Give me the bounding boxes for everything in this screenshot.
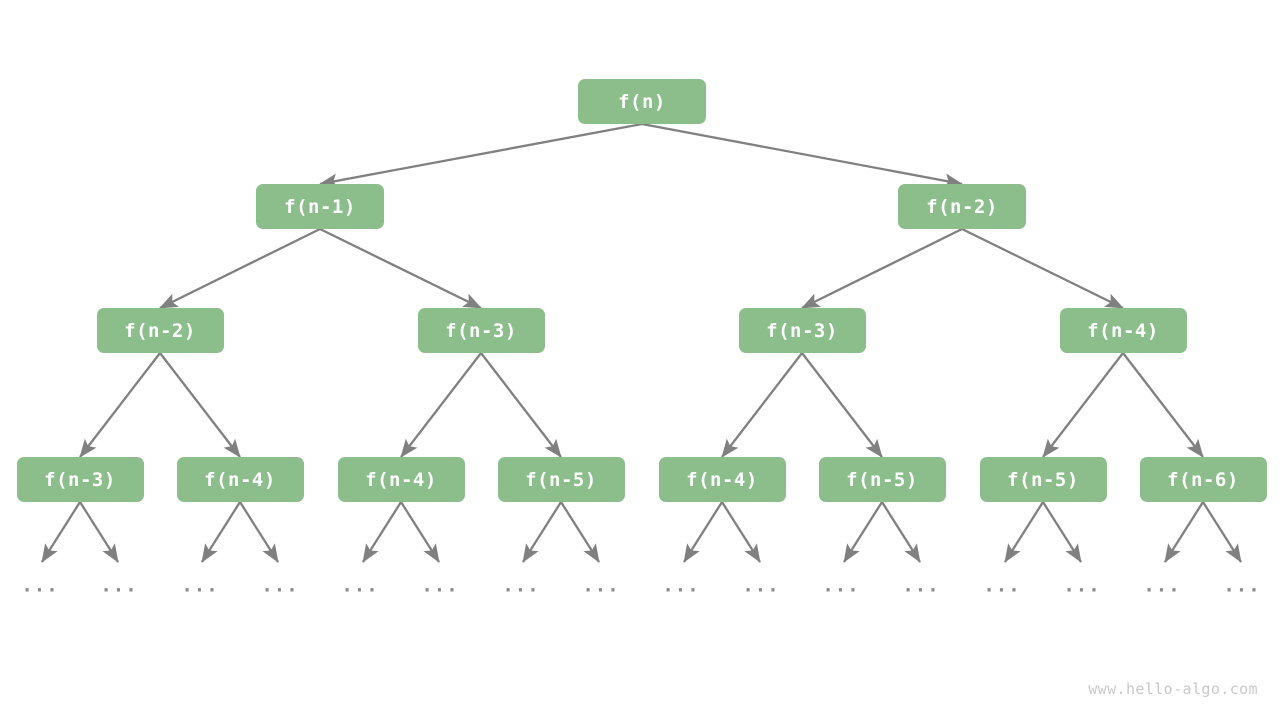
tree-node: f(n-5) (818, 457, 946, 502)
tree-node: f(n-2) (898, 184, 1026, 229)
tree-edge-arrow (1042, 352, 1124, 458)
tree-node: f(n-3) (417, 308, 545, 353)
tree-node: f(n) (578, 79, 706, 124)
ellipsis-label: ... (582, 574, 620, 597)
tree-node: f(n-3) (738, 308, 866, 353)
watermark-label: www.hello-algo.com (1088, 680, 1258, 698)
tree-edge-arrow (801, 227, 963, 310)
ellipsis-label: ... (1063, 574, 1101, 597)
tree-edge-arrow (362, 501, 402, 563)
tree-edge-arrow (319, 227, 482, 310)
tree-edge-arrow (480, 352, 562, 458)
tree-edge-arrow (319, 122, 643, 189)
ellipsis-label: ... (742, 574, 780, 597)
tree-edge-arrow (641, 122, 963, 189)
tree-edge-arrow (400, 501, 440, 563)
ellipsis-label: ... (1223, 574, 1261, 597)
tree-edge-arrow (801, 352, 883, 458)
tree-edge-arrow (1202, 501, 1242, 563)
tree-edge-arrow (843, 501, 883, 563)
tree-node: f(n-3) (16, 457, 144, 502)
tree-node: f(n-1) (256, 184, 384, 229)
tree-edge-arrow (683, 501, 723, 563)
ellipsis-label: ... (181, 574, 219, 597)
tree-edge-arrow (961, 227, 1124, 310)
tree-node: f(n-6) (1139, 457, 1267, 502)
tree-edge-arrow (721, 352, 803, 458)
tree-node: f(n-5) (497, 457, 625, 502)
tree-edge-arrow (522, 501, 562, 563)
tree-edge-arrow (239, 501, 279, 563)
tree-edge-arrow (79, 352, 161, 458)
ellipsis-label: ... (983, 574, 1021, 597)
tree-node: f(n-4) (176, 457, 304, 502)
tree-node: f(n-4) (337, 457, 465, 502)
tree-node: f(n-4) (1059, 308, 1187, 353)
ellipsis-label: ... (21, 574, 59, 597)
tree-edge-arrow (201, 501, 241, 563)
tree-node: f(n-2) (96, 308, 224, 353)
tree-edge-arrow (1122, 352, 1204, 458)
tree-edges (41, 122, 1242, 563)
ellipsis-label: ... (341, 574, 379, 597)
tree-edge-arrow (159, 352, 241, 458)
ellipsis-label: ... (261, 574, 299, 597)
tree-edge-arrow (1042, 501, 1082, 563)
tree-edge-arrow (400, 352, 482, 458)
tree-edge-arrow (881, 501, 921, 563)
tree-node: f(n-5) (979, 457, 1107, 502)
ellipsis-label: ... (1143, 574, 1181, 597)
tree-edge-arrow (560, 501, 600, 563)
ellipsis-label: ... (822, 574, 860, 597)
tree-edge-arrow (79, 501, 119, 563)
ellipsis-label: ... (100, 574, 138, 597)
tree-edge-arrow (41, 501, 81, 563)
ellipsis-label: ... (902, 574, 940, 597)
tree-edge-arrow (1004, 501, 1044, 563)
ellipsis-label: ... (502, 574, 540, 597)
ellipsis-label: ... (421, 574, 459, 597)
tree-edge-arrow (159, 227, 321, 310)
tree-edge-arrow (1164, 501, 1204, 563)
tree-edge-arrow (721, 501, 761, 563)
tree-node: f(n-4) (658, 457, 786, 502)
ellipsis-label: ... (662, 574, 700, 597)
